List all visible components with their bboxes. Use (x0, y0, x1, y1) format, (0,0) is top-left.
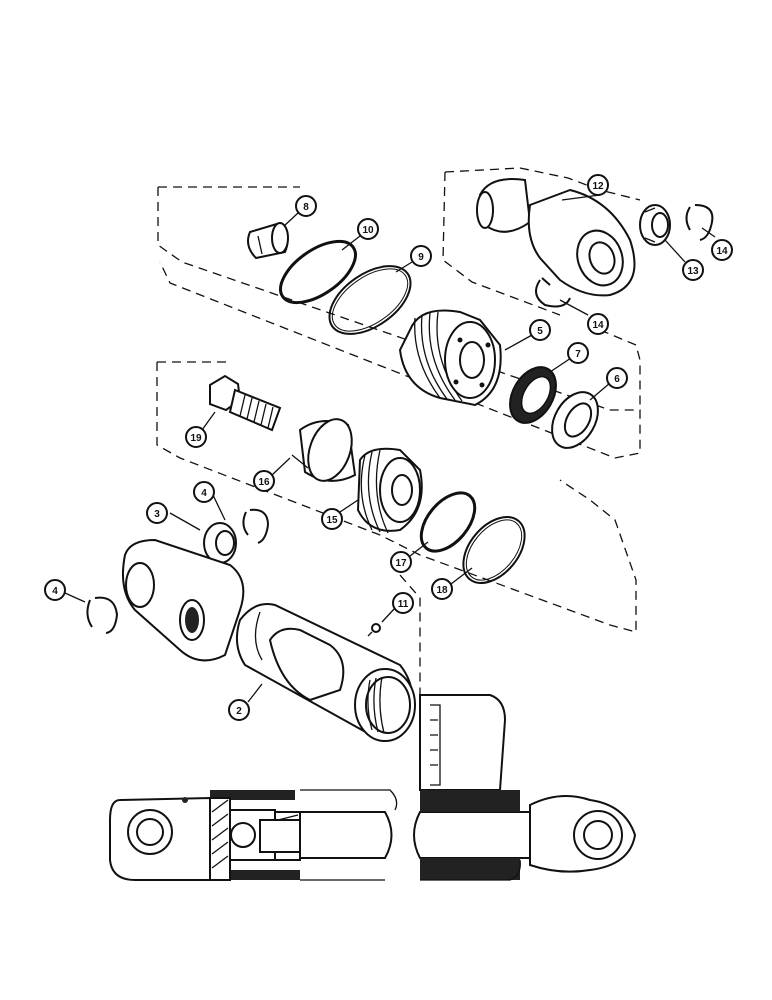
callout-8: 8 (295, 195, 317, 217)
callout-14-right: 14 (711, 239, 733, 261)
callout-4-left: 4 (44, 579, 66, 601)
callout-3: 3 (146, 502, 168, 524)
part-12-rod-eye (476, 178, 636, 297)
part-8-bushing (247, 221, 289, 260)
part-5-gland (398, 309, 502, 407)
part-4-snap-ring-upper (242, 508, 270, 544)
part-11-grease-fitting (367, 623, 381, 637)
callout-12: 12 (587, 174, 609, 196)
callout-11: 11 (392, 592, 414, 614)
callout-2-label: 2 (236, 706, 242, 717)
part-9-backup-ring (328, 265, 412, 335)
callout-14-right-label: 14 (716, 246, 728, 257)
callout-3-label: 3 (154, 509, 160, 520)
callout-8-label: 8 (303, 202, 309, 213)
callout-5: 5 (529, 319, 551, 341)
callout-6: 6 (606, 367, 628, 389)
callout-9-label: 9 (418, 252, 424, 263)
callout-5-label: 5 (537, 326, 543, 337)
part-18-backup-ring (462, 516, 526, 584)
callout-18: 18 (431, 578, 453, 600)
callout-4-upper-label: 4 (201, 488, 207, 499)
part-2-barrel (122, 538, 416, 742)
callout-12-label: 12 (592, 181, 604, 192)
part-16-wear-ring (291, 418, 357, 482)
dashed-group-outlines (156, 167, 641, 720)
part-19-bolt (209, 374, 282, 432)
callout-9: 9 (410, 245, 432, 267)
callout-15: 15 (321, 508, 343, 530)
callout-14-lower-label: 14 (592, 320, 604, 331)
callout-4-upper: 4 (193, 481, 215, 503)
callout-13: 13 (682, 259, 704, 281)
part-10-o-ring (279, 239, 357, 305)
part-9-backup-ring-inner (331, 268, 409, 332)
part-7-seal (509, 366, 557, 424)
callout-16-label: 16 (258, 477, 270, 488)
callout-19: 19 (185, 426, 207, 448)
callout-balloons: 8 10 9 12 14 13 14 5 7 6 19 16 15 17 18 … (44, 174, 733, 721)
callout-6-label: 6 (614, 374, 620, 385)
callout-15-label: 15 (326, 515, 338, 526)
callout-16: 16 (253, 470, 275, 492)
callout-4-left-label: 4 (52, 586, 58, 597)
callout-13-label: 13 (687, 266, 699, 277)
part-13-bearing (639, 204, 671, 246)
leader-lines (64, 194, 716, 703)
callout-17: 17 (390, 551, 412, 573)
callout-10: 10 (357, 218, 379, 240)
callout-11-label: 11 (398, 599, 409, 610)
part-14-snap-ring-right (685, 204, 714, 241)
callout-2: 2 (228, 699, 250, 721)
callout-10-label: 10 (362, 225, 374, 236)
callout-7-label: 7 (575, 349, 581, 360)
callout-7: 7 (567, 342, 589, 364)
part-4-snap-ring-left (86, 596, 119, 634)
callout-19-label: 19 (190, 433, 202, 444)
part-15-piston (356, 447, 423, 534)
assembled-cylinder-section-view (109, 694, 637, 881)
callout-17-label: 17 (395, 558, 407, 569)
part-17-o-ring (419, 491, 477, 553)
part-6-wiper (551, 391, 599, 449)
callout-14-lower: 14 (587, 313, 609, 335)
callout-18-label: 18 (436, 585, 448, 596)
